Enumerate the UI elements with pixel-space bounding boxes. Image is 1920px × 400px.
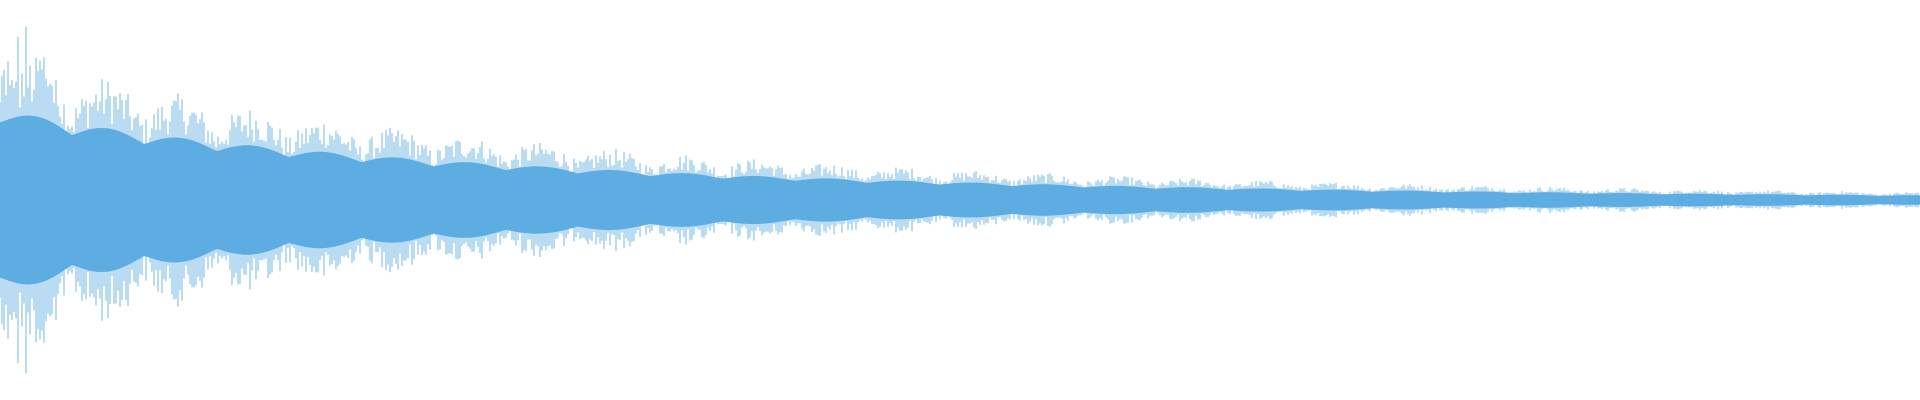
waveform-spikes (0, 26, 1919, 374)
